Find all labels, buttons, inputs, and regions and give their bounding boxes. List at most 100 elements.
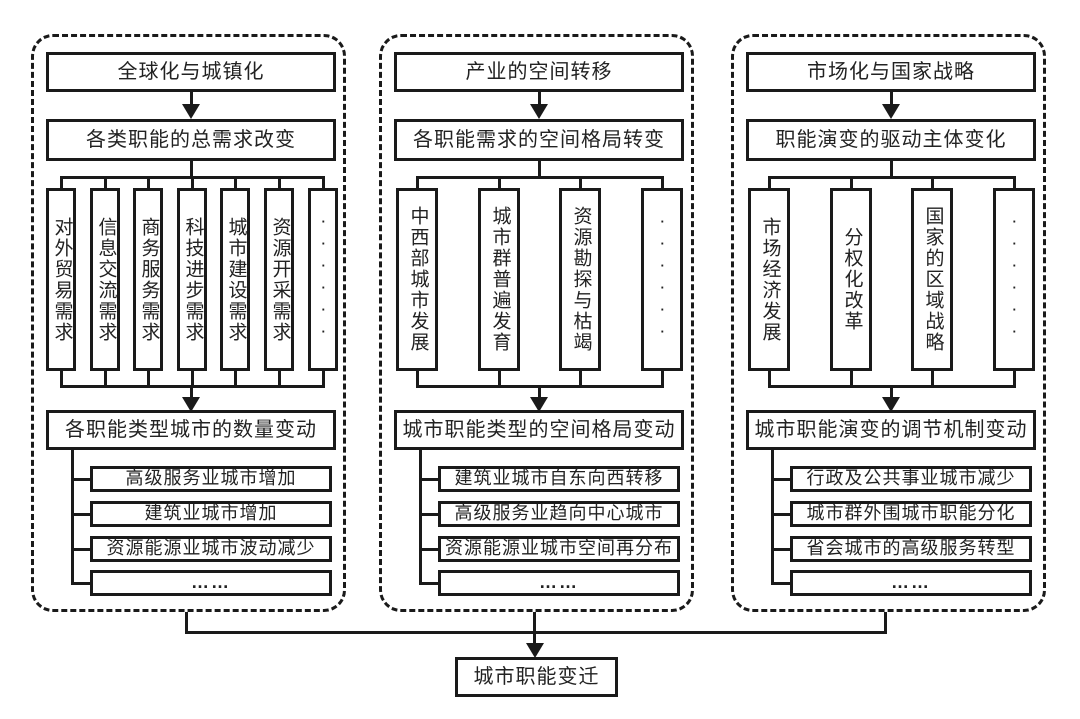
outcome-box: 高级服务业趋向中心城市 <box>438 501 680 527</box>
connector-line <box>418 512 441 516</box>
outcome-box-ellipsis: …… <box>438 570 680 596</box>
arrow-down-icon <box>530 104 548 119</box>
connector-line <box>103 176 107 188</box>
connector-line <box>103 371 107 388</box>
connector-line <box>889 92 893 106</box>
outcome-box-ellipsis: …… <box>90 570 332 596</box>
factor-box: 中西部城市发展 <box>396 188 438 371</box>
panel-industry-shift: 产业的空间转移 各职能需求的空间格局转变 中西部城市发展 城市群普遍发育 资源勘… <box>379 34 694 612</box>
connector-line <box>533 631 536 645</box>
factor-box: 市场经济发展 <box>748 188 790 371</box>
connector-line <box>497 176 501 188</box>
factor-box: 信息交流需求 <box>90 188 120 371</box>
connector-line <box>849 176 853 188</box>
connector-line <box>146 371 150 388</box>
connector-line <box>770 581 793 585</box>
factor-box: 对外贸易需求 <box>46 188 76 371</box>
factor-box: 资源开采需求 <box>264 188 294 371</box>
connector-line <box>578 371 582 388</box>
connector-line <box>415 176 664 179</box>
connector-line <box>849 371 853 388</box>
factor-box: 城市群普遍发育 <box>478 188 520 371</box>
arrow-down-icon <box>882 104 900 119</box>
outcome-box: 高级服务业城市增加 <box>90 466 332 492</box>
connector-line <box>418 547 441 551</box>
connector-line <box>1012 371 1016 388</box>
result-box: 城市职能类型的空间格局变动 <box>394 410 684 450</box>
outcome-box: 建筑业城市自东向西转移 <box>438 466 680 492</box>
connector-line <box>770 547 793 551</box>
connector-line <box>884 612 887 634</box>
connector-line <box>190 371 194 388</box>
panel-subtitle-box: 职能演变的驱动主体变化 <box>746 119 1036 161</box>
outcome-box-ellipsis: …… <box>790 570 1032 596</box>
connector-line <box>189 385 193 399</box>
panel-marketization: 市场化与国家战略 职能演变的驱动主体变化 市场经济发展 分权化改革 国家的区域战… <box>731 34 1046 612</box>
final-box: 城市职能变迁 <box>455 657 618 697</box>
panel-title-box: 产业的空间转移 <box>394 52 684 92</box>
connector-line <box>770 477 793 481</box>
factor-box: 城市建设需求 <box>220 188 250 371</box>
connector-line <box>415 176 419 188</box>
connector-line <box>189 161 193 179</box>
connector-line <box>770 512 793 516</box>
panel-globalization: 全球化与城镇化 各类职能的总需求改变 对外贸易需求 信息交流需求 商务服务需求 … <box>31 34 346 612</box>
outcome-box: 资源能源业城市波动减少 <box>90 536 332 562</box>
arrow-down-icon <box>525 643 544 658</box>
connector-line <box>889 161 893 179</box>
connector-line <box>660 371 664 388</box>
connector-line <box>418 581 441 585</box>
connector-line <box>770 450 774 584</box>
factor-box-ellipsis: ······ <box>641 188 683 371</box>
connector-line <box>930 176 934 188</box>
connector-line <box>190 176 194 188</box>
outcome-box: 城市群外围城市职能分化 <box>790 501 1032 527</box>
outcome-box: 资源能源业城市空间再分布 <box>438 536 680 562</box>
connector-line <box>418 450 422 584</box>
connector-line <box>277 176 281 188</box>
connector-line <box>930 371 934 388</box>
connector-line <box>660 176 664 188</box>
factor-box-ellipsis: ······ <box>308 188 338 371</box>
factor-box: 科技进步需求 <box>177 188 207 371</box>
connector-line <box>1012 176 1016 188</box>
connector-line <box>185 631 887 634</box>
connector-line <box>59 371 63 388</box>
outcome-box: 省会城市的高级服务转型 <box>790 536 1032 562</box>
connector-line <box>70 450 74 584</box>
panel-subtitle-box: 各职能需求的空间格局转变 <box>394 119 684 161</box>
panel-subtitle-box: 各类职能的总需求改变 <box>46 119 336 161</box>
result-box: 各职能类型城市的数量变动 <box>46 410 336 450</box>
factor-box-ellipsis: ······ <box>993 188 1035 371</box>
connector-line <box>767 176 771 188</box>
panel-title-box: 全球化与城镇化 <box>46 52 336 92</box>
connector-line <box>185 612 188 634</box>
panel-title-box: 市场化与国家战略 <box>746 52 1036 92</box>
outcome-box: 行政及公共事业城市减少 <box>790 466 1032 492</box>
connector-line <box>70 581 93 585</box>
connector-line <box>889 385 893 399</box>
result-box: 城市职能演变的调节机制变动 <box>746 410 1036 450</box>
factor-box: 资源勘探与枯竭 <box>559 188 601 371</box>
connector-line <box>533 612 536 634</box>
connector-line <box>277 371 281 388</box>
connector-line <box>767 371 771 388</box>
connector-line <box>233 371 237 388</box>
factor-box: 分权化改革 <box>830 188 872 371</box>
connector-line <box>59 176 63 188</box>
arrow-down-icon <box>530 397 548 412</box>
connector-line <box>321 371 325 388</box>
arrow-down-icon <box>182 104 200 119</box>
connector-line <box>233 176 237 188</box>
connector-line <box>418 477 441 481</box>
connector-line <box>415 371 419 388</box>
connector-line <box>767 176 1016 179</box>
arrow-down-icon <box>882 397 900 412</box>
connector-line <box>537 385 541 399</box>
connector-line <box>189 92 193 106</box>
connector-line <box>146 176 150 188</box>
connector-line <box>321 176 325 188</box>
connector-line <box>70 477 93 481</box>
connector-line <box>70 547 93 551</box>
